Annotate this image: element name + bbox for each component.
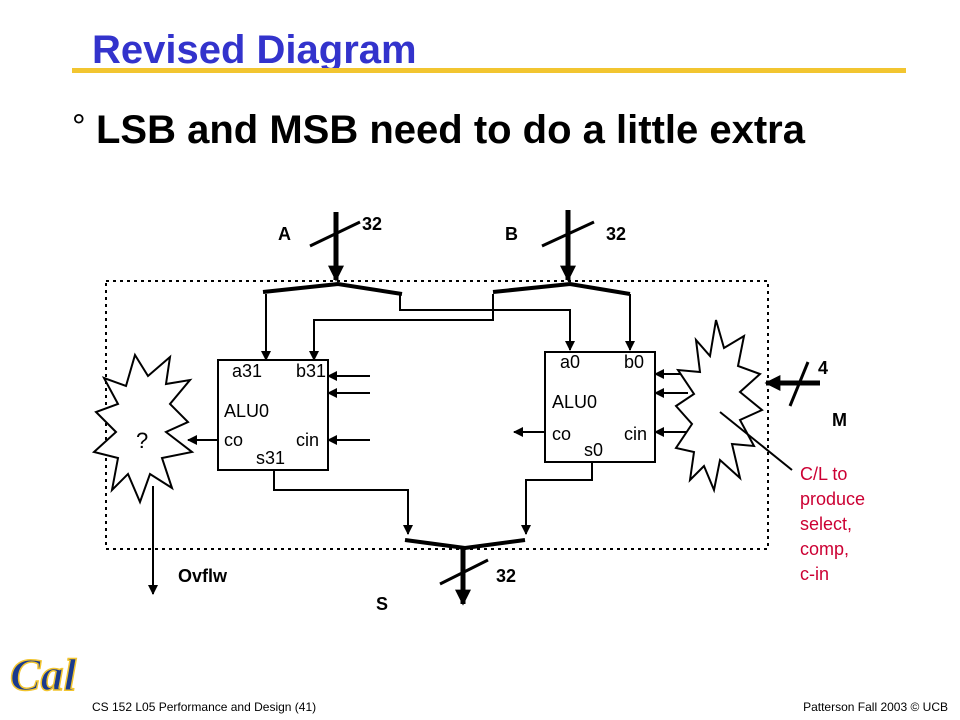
control-note-line: select, — [800, 514, 852, 534]
bus-s-width-slash — [439, 558, 489, 586]
control-note-line: produce — [800, 489, 865, 509]
alu-lsb-co-label: co — [552, 424, 571, 444]
overflow-starburst — [91, 352, 195, 505]
slide-title: Revised Diagram — [92, 28, 417, 72]
alu-lsb-cin-label: cin — [624, 424, 647, 444]
sum-merger — [404, 538, 526, 551]
wire-s0 — [521, 462, 593, 535]
control-note-line: c-in — [800, 564, 829, 584]
wire-s31 — [273, 470, 413, 535]
alu-lsb-a-label: a0 — [560, 352, 580, 372]
sum-width-label: 32 — [496, 566, 516, 586]
bus-a-splitter — [262, 281, 403, 296]
input-b-label: B — [505, 224, 518, 244]
cal-logo-text: Cal — [10, 649, 77, 700]
alu-lsb-box — [544, 351, 656, 463]
bus-a-width-slash — [309, 220, 361, 248]
input-a-width: 32 — [362, 214, 382, 234]
bus-b-splitter — [492, 281, 631, 296]
control-note-line: comp, — [800, 539, 849, 559]
overflow-out-label: Ovflw — [178, 566, 228, 586]
alu-msb-co-label: co — [224, 430, 243, 450]
bullet-mark: ° — [72, 108, 86, 146]
control-note-pointer — [719, 411, 793, 471]
control-note-line: C/L to — [800, 464, 847, 484]
footer-left: CS 152 L05 Performance and Design (41) — [92, 700, 317, 714]
footer-right: Patterson Fall 2003 © UCB — [803, 700, 948, 714]
alu-msb-name: ALU0 — [224, 401, 269, 421]
sum-out-label: S — [376, 594, 388, 614]
alu-msb-b-label: b31 — [296, 361, 326, 381]
wire-a0 — [399, 294, 575, 351]
bullet-text: LSB and MSB need to do a little extra — [96, 108, 805, 152]
cal-logo: Cal — [9, 648, 77, 700]
overflow-logic-label: ? — [136, 428, 148, 453]
bus-b-width-slash — [541, 220, 595, 248]
control-starburst — [674, 319, 764, 494]
title-rule — [72, 68, 906, 73]
alu-lsb-name: ALU0 — [552, 392, 597, 412]
alu-msb-a-label: a31 — [232, 361, 262, 381]
input-a-label: A — [278, 224, 291, 244]
mode-width-label: 4 — [818, 358, 828, 378]
alu-msb-s-label: s31 — [256, 448, 285, 468]
alu-msb-cin-label: cin — [296, 430, 319, 450]
mode-width-slash — [788, 361, 810, 407]
wire-b31 — [309, 294, 494, 361]
alu-lsb-b-label: b0 — [624, 352, 644, 372]
mode-label: M — [832, 410, 847, 430]
control-note: C/L to produce select, comp, c-in — [800, 464, 865, 584]
alu-msb-box — [217, 359, 329, 471]
alu-lsb-s-label: s0 — [584, 440, 603, 460]
input-b-width: 32 — [606, 224, 626, 244]
dotted-boundary — [105, 280, 769, 550]
